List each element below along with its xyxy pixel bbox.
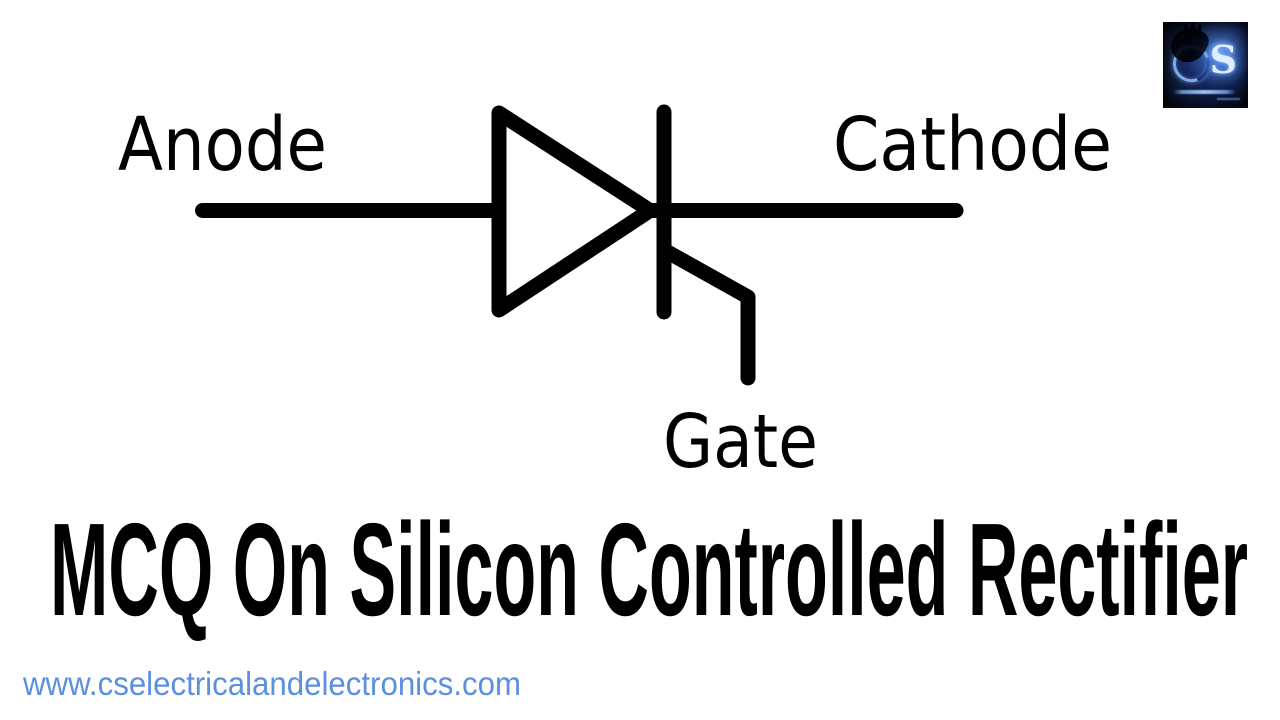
diode-triangle [491, 105, 658, 318]
cathode-label: Cathode [833, 102, 1112, 188]
gate-wire [656, 242, 756, 386]
logo-hand-icon [1190, 22, 1196, 36]
channel-logo: S [1163, 22, 1248, 108]
website-url: www.cselectricalandelectronics.com [22, 665, 521, 702]
logo-caption-text [1173, 89, 1237, 94]
page-title: MCQ On Silicon Controlled Rectifier [50, 496, 1248, 643]
anode-label: Anode [118, 102, 327, 188]
logo-monogram: S [1209, 36, 1238, 82]
logo-subcaption-text [1217, 97, 1240, 100]
gate-label: Gate [663, 399, 818, 485]
